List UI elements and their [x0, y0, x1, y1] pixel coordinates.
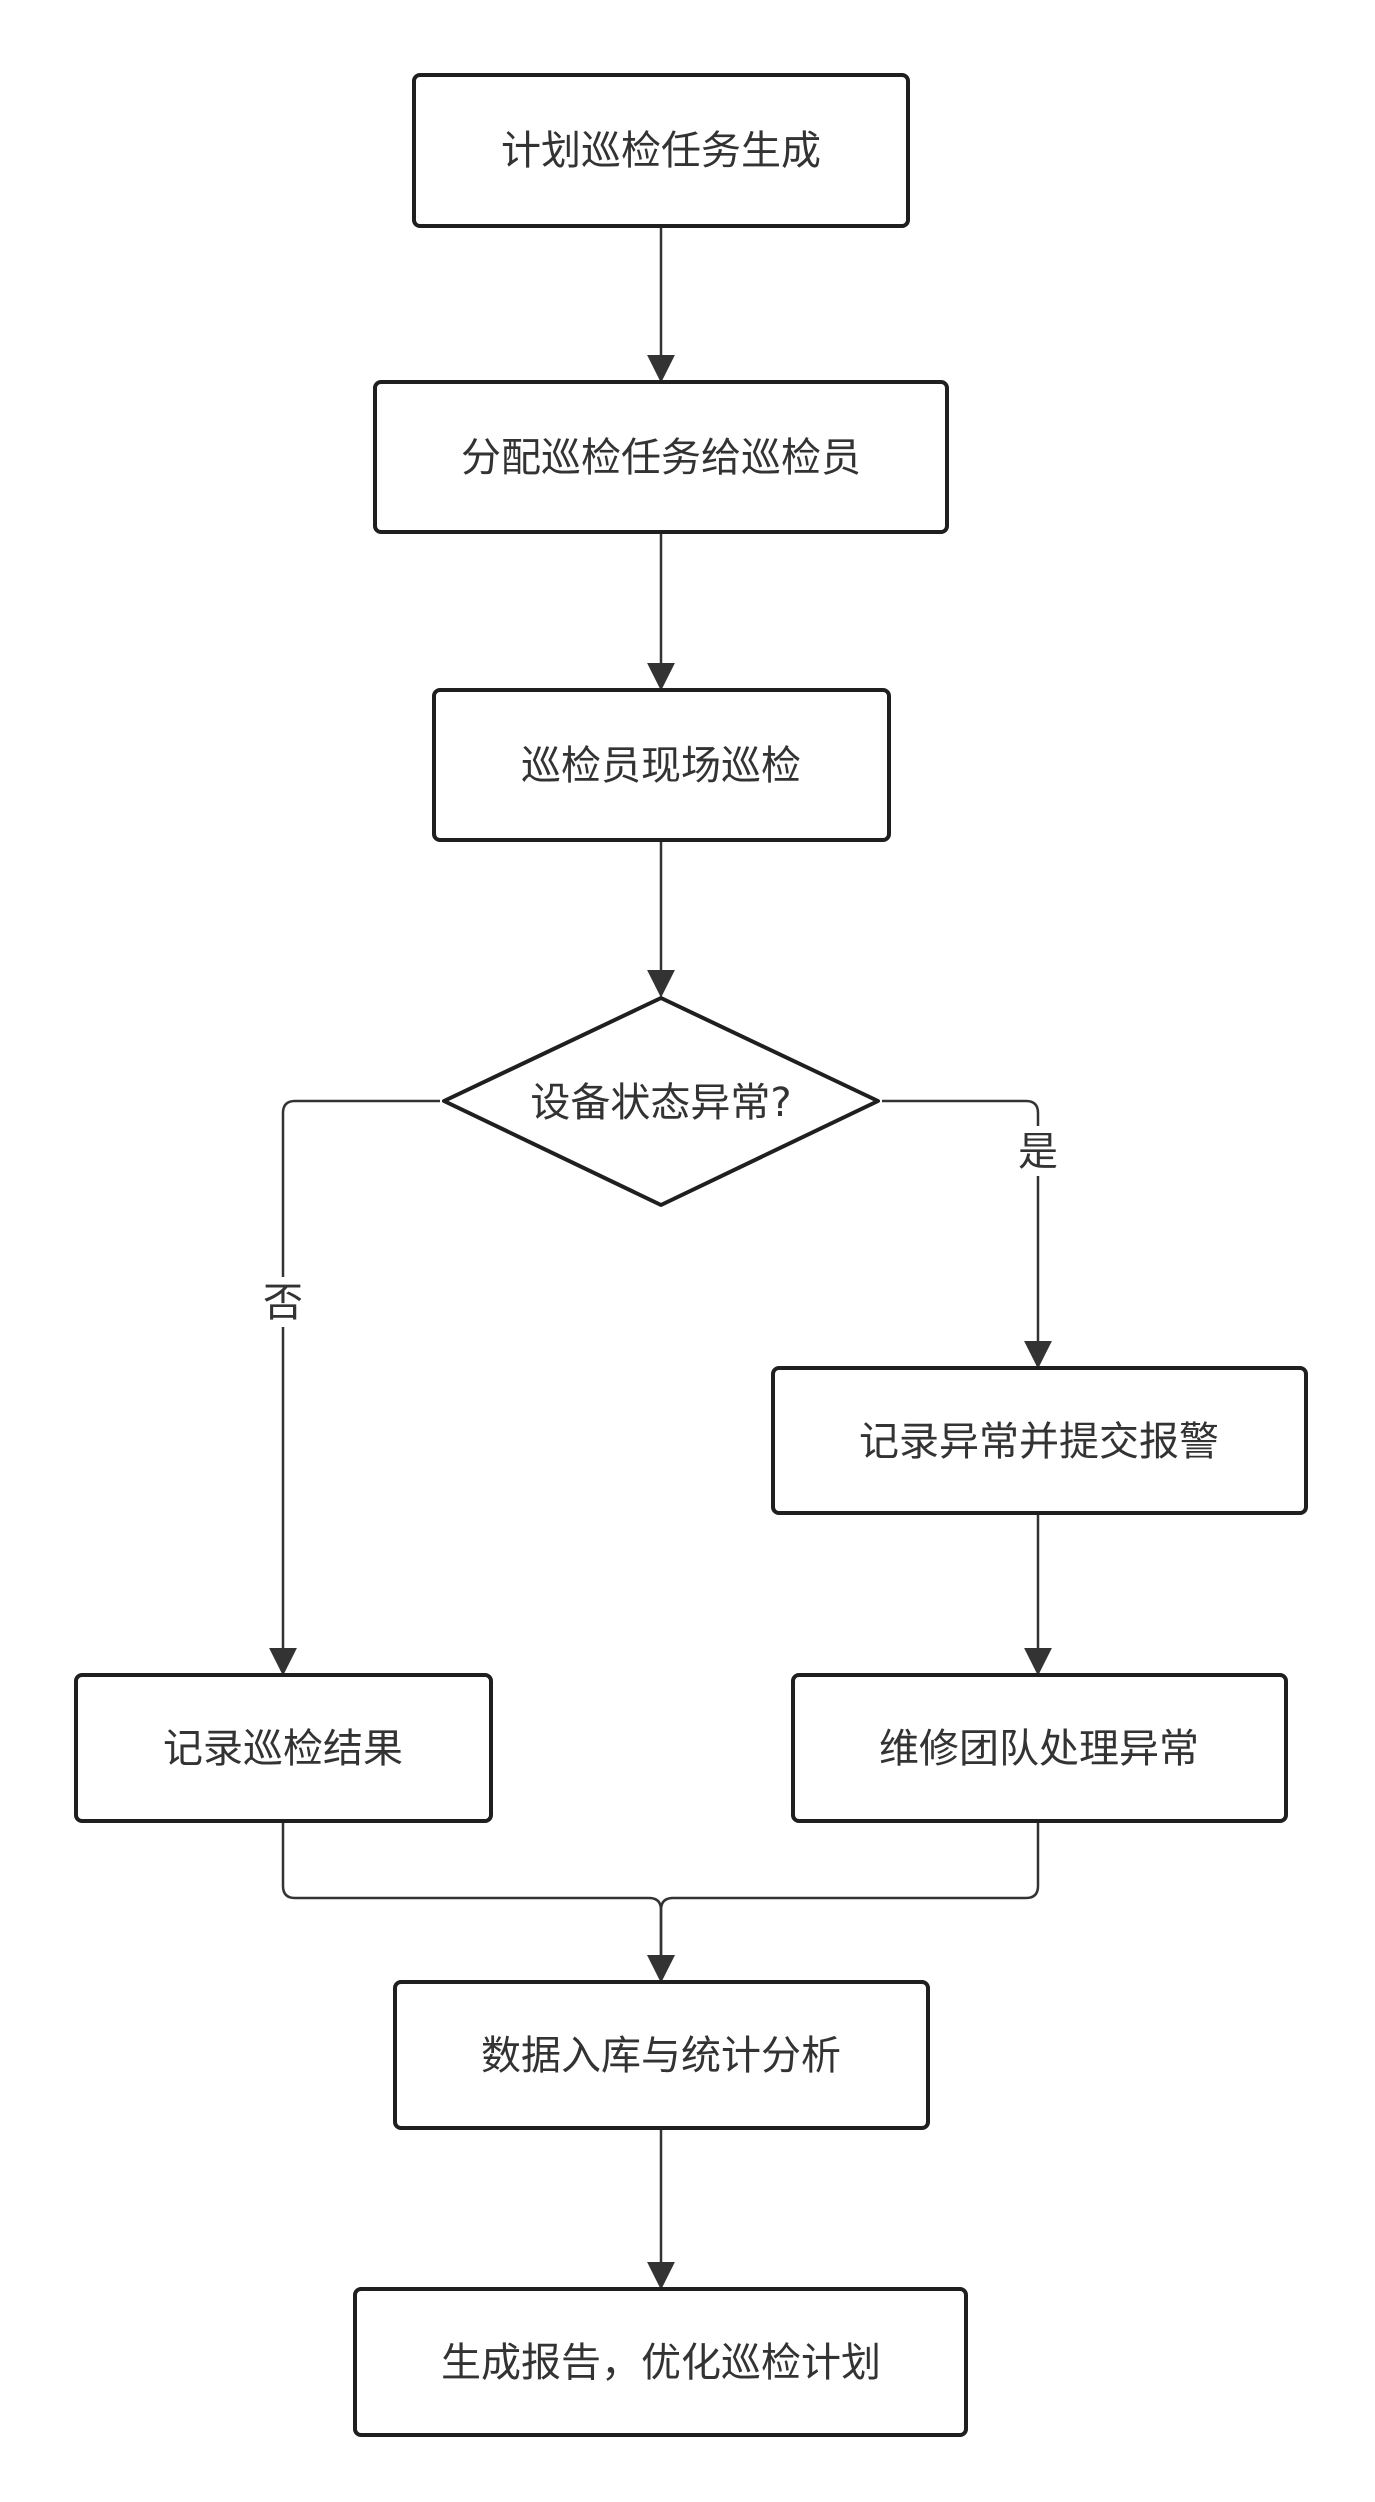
- edge-label-yes: 是: [1012, 1126, 1064, 1176]
- edges: [269, 227, 1052, 2290]
- node-store-label: 数据入库与统计分析: [481, 2033, 841, 2079]
- node-final: 生成报告，优化巡检计划: [353, 2287, 968, 2437]
- edge-label-no-text: 否: [263, 1280, 303, 1326]
- node-repair-label: 维修团队处理异常: [879, 1726, 1199, 1772]
- edge-label-yes-text: 是: [1018, 1129, 1058, 1175]
- node-assign-label: 分配巡检任务给巡检员: [461, 435, 861, 481]
- node-store: 数据入库与统计分析: [393, 1980, 930, 2130]
- node-onsite-label: 巡检员现场巡检: [521, 743, 801, 789]
- node-decision: 设备状态异常?: [442, 996, 880, 1207]
- node-record-result-label: 记录巡检结果: [163, 1726, 403, 1772]
- edge-record-result-to-store: [281, 1822, 675, 1983]
- node-plan-label: 计划巡检任务生成: [501, 128, 821, 174]
- node-record-result: 记录巡检结果: [74, 1673, 493, 1823]
- node-repair: 维修团队处理异常: [791, 1673, 1288, 1823]
- edge-decision-to-report-alarm: [882, 1099, 1052, 1369]
- edge-decision-to-record-result: [269, 1099, 440, 1676]
- node-report-alarm-label: 记录异常并提交报警: [859, 1419, 1219, 1465]
- edge-label-no: 否: [257, 1277, 309, 1327]
- node-report-alarm: 记录异常并提交报警: [771, 1366, 1308, 1515]
- node-onsite: 巡检员现场巡检: [432, 688, 891, 842]
- node-final-label: 生成报告，优化巡检计划: [441, 2340, 881, 2386]
- node-decision-label: 设备状态异常?: [530, 1080, 791, 1126]
- edge-repair-to-store: [647, 1822, 1040, 1983]
- node-plan: 计划巡检任务生成: [412, 73, 910, 228]
- node-assign: 分配巡检任务给巡检员: [373, 380, 949, 534]
